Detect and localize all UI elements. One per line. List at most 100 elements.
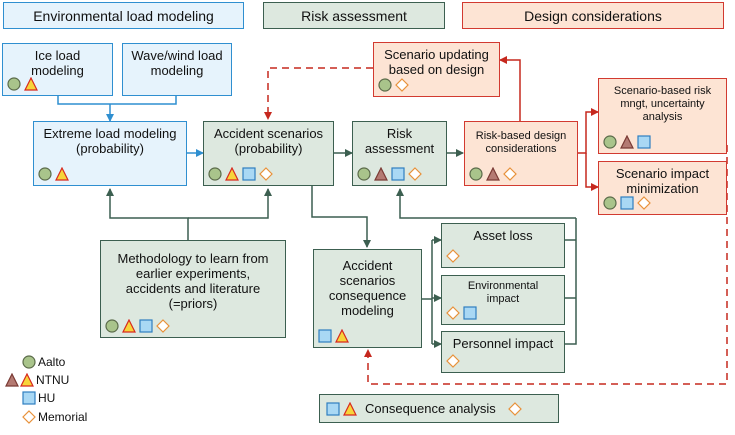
scenario-impact-label: Scenario impact minimization [615, 166, 710, 196]
legend-aalto-icon [22, 355, 36, 369]
circle-icon [7, 77, 21, 91]
square-icon [620, 196, 634, 210]
circle-icon [603, 135, 617, 149]
risk-assessment-label: Risk assessment [364, 126, 435, 156]
accident-scenarios-box: Accident scenarios (probability) [203, 121, 334, 186]
circle-icon [105, 319, 119, 333]
environmental-impact-box: Environmental impact [441, 275, 565, 325]
arrow-ice-to-extreme [57, 96, 177, 105]
legend-memorial-icon [22, 410, 36, 424]
square-icon [637, 135, 651, 149]
diamond-icon [408, 167, 422, 181]
risk-based-design-box: Risk-based design considerations [464, 121, 578, 186]
diamond-icon [446, 306, 460, 320]
environmental-impact-icons [446, 306, 477, 320]
legend-ntnu-label: NTNU [36, 373, 70, 387]
circle-icon [378, 78, 392, 92]
scenario-risk-mgmt-icons [603, 135, 651, 149]
scenario-updating-box: Scenario updating based on design [373, 42, 500, 97]
methodology-box: Methodology to learn from earlier experi… [100, 240, 286, 338]
methodology-icons [105, 319, 170, 333]
risk-based-design-label: Risk-based design considerations [475, 130, 567, 155]
arrow-design-to-updating [499, 56, 521, 121]
diamond-icon [446, 354, 460, 368]
wave-wind-box: Wave/wind load modeling [122, 43, 232, 96]
dashed-right-to-consequence [364, 145, 728, 385]
diamond-icon [507, 401, 522, 416]
consequence-analysis-icons [326, 401, 357, 416]
square-icon [463, 306, 477, 320]
arrow-impacts-to-risk [400, 189, 577, 345]
accident-scenarios-label: Accident scenarios (probability) [213, 126, 324, 156]
consequence-analysis-box: Consequence analysis [319, 394, 559, 423]
triangle-icon [486, 167, 500, 181]
circle-icon [22, 355, 36, 369]
arrow-method-to-accident [188, 188, 272, 219]
arrow-accident-to-consequence [311, 186, 371, 248]
scenario-risk-mgmt-box: Scenario-based risk mngt, uncertainty an… [598, 78, 727, 154]
legend-aalto-label: Aalto [38, 355, 66, 369]
circle-icon [208, 167, 222, 181]
triangle-icon [335, 329, 349, 343]
legend-hu-label: HU [38, 391, 56, 405]
legend-ntnu: NTNU [5, 373, 69, 387]
legend-ntnu-icon [5, 373, 34, 387]
legend-memorial-label: Memorial [38, 410, 88, 424]
square-icon [22, 391, 36, 405]
personnel-impact-label: Personnel impact [452, 336, 554, 351]
ice-load-icons [7, 77, 38, 91]
triangle-icon [24, 77, 38, 91]
consequence-analysis-diamond [507, 401, 522, 416]
square-icon [391, 167, 405, 181]
environmental-impact-label: Environmental impact [467, 280, 539, 305]
legend-hu-icon [22, 391, 36, 405]
risk-assessment-box: Risk assessment [352, 121, 447, 186]
arrow-design-to-mgmt [578, 108, 599, 154]
square-icon [318, 329, 332, 343]
diamond-icon [446, 249, 460, 263]
header-risk: Risk assessment [263, 2, 445, 29]
legend-memorial: Memorial [22, 410, 87, 424]
triangle-icon [5, 373, 19, 387]
triangle-icon [20, 373, 34, 387]
dashed-updating-to-accident [264, 67, 373, 120]
personnel-impact-box: Personnel impact [441, 331, 565, 373]
diamond-icon [637, 196, 651, 210]
asset-loss-box: Asset loss [441, 223, 565, 268]
asset-loss-label: Asset loss [473, 228, 533, 243]
consequence-analysis-label: Consequence analysis [365, 401, 496, 416]
diamond-icon [395, 78, 409, 92]
personnel-impact-icons [446, 354, 460, 368]
scenario-updating-label: Scenario updating based on design [384, 47, 489, 77]
accident-scenarios-icons [208, 167, 273, 181]
consequence-modeling-box: Accident scenarios consequence modeling [313, 249, 422, 348]
consequence-modeling-icons [318, 329, 349, 343]
circle-icon [38, 167, 52, 181]
wave-wind-label: Wave/wind load modeling [131, 48, 223, 78]
diamond-icon [259, 167, 273, 181]
header-risk-label: Risk assessment [301, 7, 407, 24]
circle-icon [357, 167, 371, 181]
square-icon [326, 401, 340, 416]
triangle-icon [225, 167, 239, 181]
scenario-updating-icons [378, 78, 409, 92]
asset-loss-icons [446, 249, 460, 263]
diamond-icon [22, 410, 36, 424]
legend-hu: HU [22, 391, 55, 405]
arrow-design-to-impact [585, 153, 599, 191]
scenario-risk-mgmt-label: Scenario-based risk mngt, uncertainty an… [613, 85, 712, 123]
triangle-icon [122, 319, 136, 333]
extreme-load-box: Extreme load modeling (probability) [33, 121, 187, 186]
ice-load-box: Ice load modeling [2, 43, 113, 96]
triangle-icon [374, 167, 388, 181]
header-design: Design considerations [462, 2, 724, 29]
header-design-label: Design considerations [524, 7, 662, 24]
scenario-impact-box: Scenario impact minimization [598, 161, 727, 215]
extreme-load-icons [38, 167, 69, 181]
arrow-consequence-to-impacts [422, 240, 433, 344]
circle-icon [603, 196, 617, 210]
ice-load-label: Ice load modeling [31, 48, 84, 78]
diamond-icon [156, 319, 170, 333]
arrow-method-to-extreme [106, 188, 189, 240]
